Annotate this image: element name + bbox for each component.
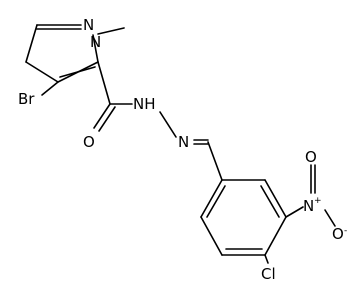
atom-n-nitro: N bbox=[303, 197, 314, 215]
charge-plus: + bbox=[314, 196, 322, 206]
atom-n1: N bbox=[90, 33, 101, 51]
atom-br: Br bbox=[18, 90, 35, 108]
atom-o-nitro-1: O bbox=[305, 148, 317, 166]
substituent-bonds bbox=[41, 27, 223, 181]
atom-n2: N bbox=[83, 16, 94, 34]
benzene-ring-bonds bbox=[200, 179, 287, 256]
atom-o-carbonyl: O bbox=[83, 133, 95, 151]
nitro-chloro-bonds bbox=[264, 164, 336, 264]
atom-n-imine: N bbox=[178, 133, 189, 151]
charge-minus: - bbox=[344, 226, 347, 236]
atom-cl: Cl bbox=[261, 265, 276, 283]
atom-o-nitro-2: O bbox=[332, 225, 344, 243]
pyrazole-ring-bonds bbox=[25, 24, 99, 83]
atom-nh: NH bbox=[133, 95, 156, 113]
